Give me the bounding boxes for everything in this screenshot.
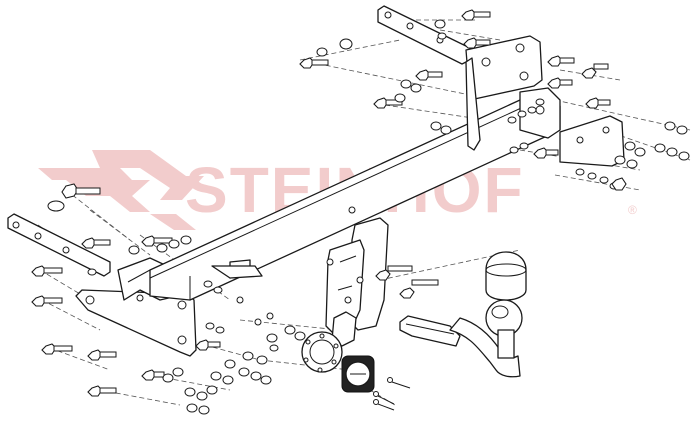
bolt-icon: [299, 57, 329, 69]
bolt-icon: [87, 385, 117, 397]
bolt-icon: [87, 349, 117, 361]
socket-pin-holes: [303, 333, 339, 373]
socket-screws: [373, 377, 411, 411]
bolt-icon: [141, 235, 173, 247]
bolt-icon: [31, 265, 63, 277]
bolt-icon: [547, 55, 575, 67]
ball-cover: [485, 251, 527, 301]
towbar-assembly-icon: [399, 251, 527, 378]
bolt-icon: [399, 279, 439, 299]
bolt-icon: [585, 97, 611, 109]
bolt-icon: [463, 37, 491, 49]
bolt-icon: [375, 265, 413, 281]
bolt-icon: [31, 295, 63, 307]
bolt-icon: [373, 97, 403, 109]
bolt-icon: [581, 63, 609, 79]
bolt-icon: [41, 343, 73, 355]
bolt-icon: [195, 339, 221, 351]
bolt-icon: [461, 9, 491, 21]
bolt-icon: [533, 147, 559, 159]
bolt-icon: [415, 69, 443, 81]
bolt-icon: [81, 237, 111, 249]
right-mounting-bracket: [377, 5, 625, 167]
registered-mark: ®: [628, 203, 637, 217]
bolt-icon: [547, 77, 573, 89]
bolt-icon: [141, 369, 165, 381]
left-washers-nuts: [87, 235, 306, 415]
electrical-socket-icon: [301, 311, 375, 393]
bolt-icon: [61, 183, 101, 199]
left-bolts: [31, 183, 221, 397]
right-washers-nuts: [326, 98, 690, 266]
right-bolts: [299, 9, 611, 299]
